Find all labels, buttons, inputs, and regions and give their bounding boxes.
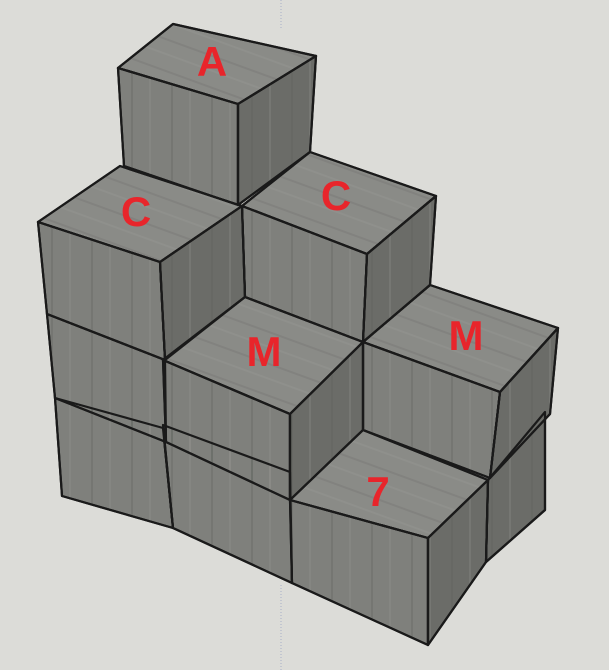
label-front-7: 7 xyxy=(366,468,389,515)
label-top-a: A xyxy=(197,38,227,85)
label-middle-m: M xyxy=(247,328,282,375)
texture-overlay xyxy=(38,24,558,645)
edge-lines xyxy=(36,22,560,647)
label-right-m: M xyxy=(449,312,484,359)
label-upper-left-c: C xyxy=(121,188,151,235)
label-upper-right-c: C xyxy=(321,172,351,219)
